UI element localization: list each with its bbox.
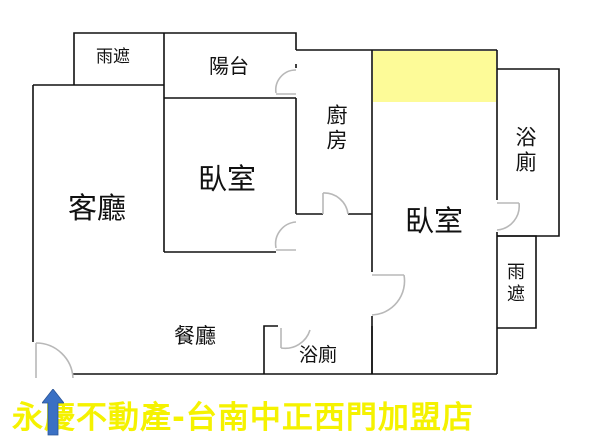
room-label-bathroom-bottom: 浴廁 [299,344,338,366]
room-label-canopy-top: 雨遮 [96,47,130,67]
walls [32,32,560,375]
room-label-bedroom-1: 臥室 [198,162,257,196]
doors [35,69,520,379]
room-label-balcony: 陽台 [209,54,249,78]
agency-banner: 永慶不動產-台南中正西門加盟店 [12,400,474,436]
up-arrow-icon [42,389,64,436]
room-label-bathroom-right: 浴廁 [513,126,537,176]
highlight-zone [373,51,496,102]
room-label-kitchen: 廚房 [324,104,348,154]
room-label-living-room: 客廳 [68,191,127,225]
room-label-dining-room: 餐廳 [174,324,216,348]
room-label-bedroom-2: 臥室 [405,204,464,238]
room-label-canopy-right: 雨遮 [504,262,525,306]
